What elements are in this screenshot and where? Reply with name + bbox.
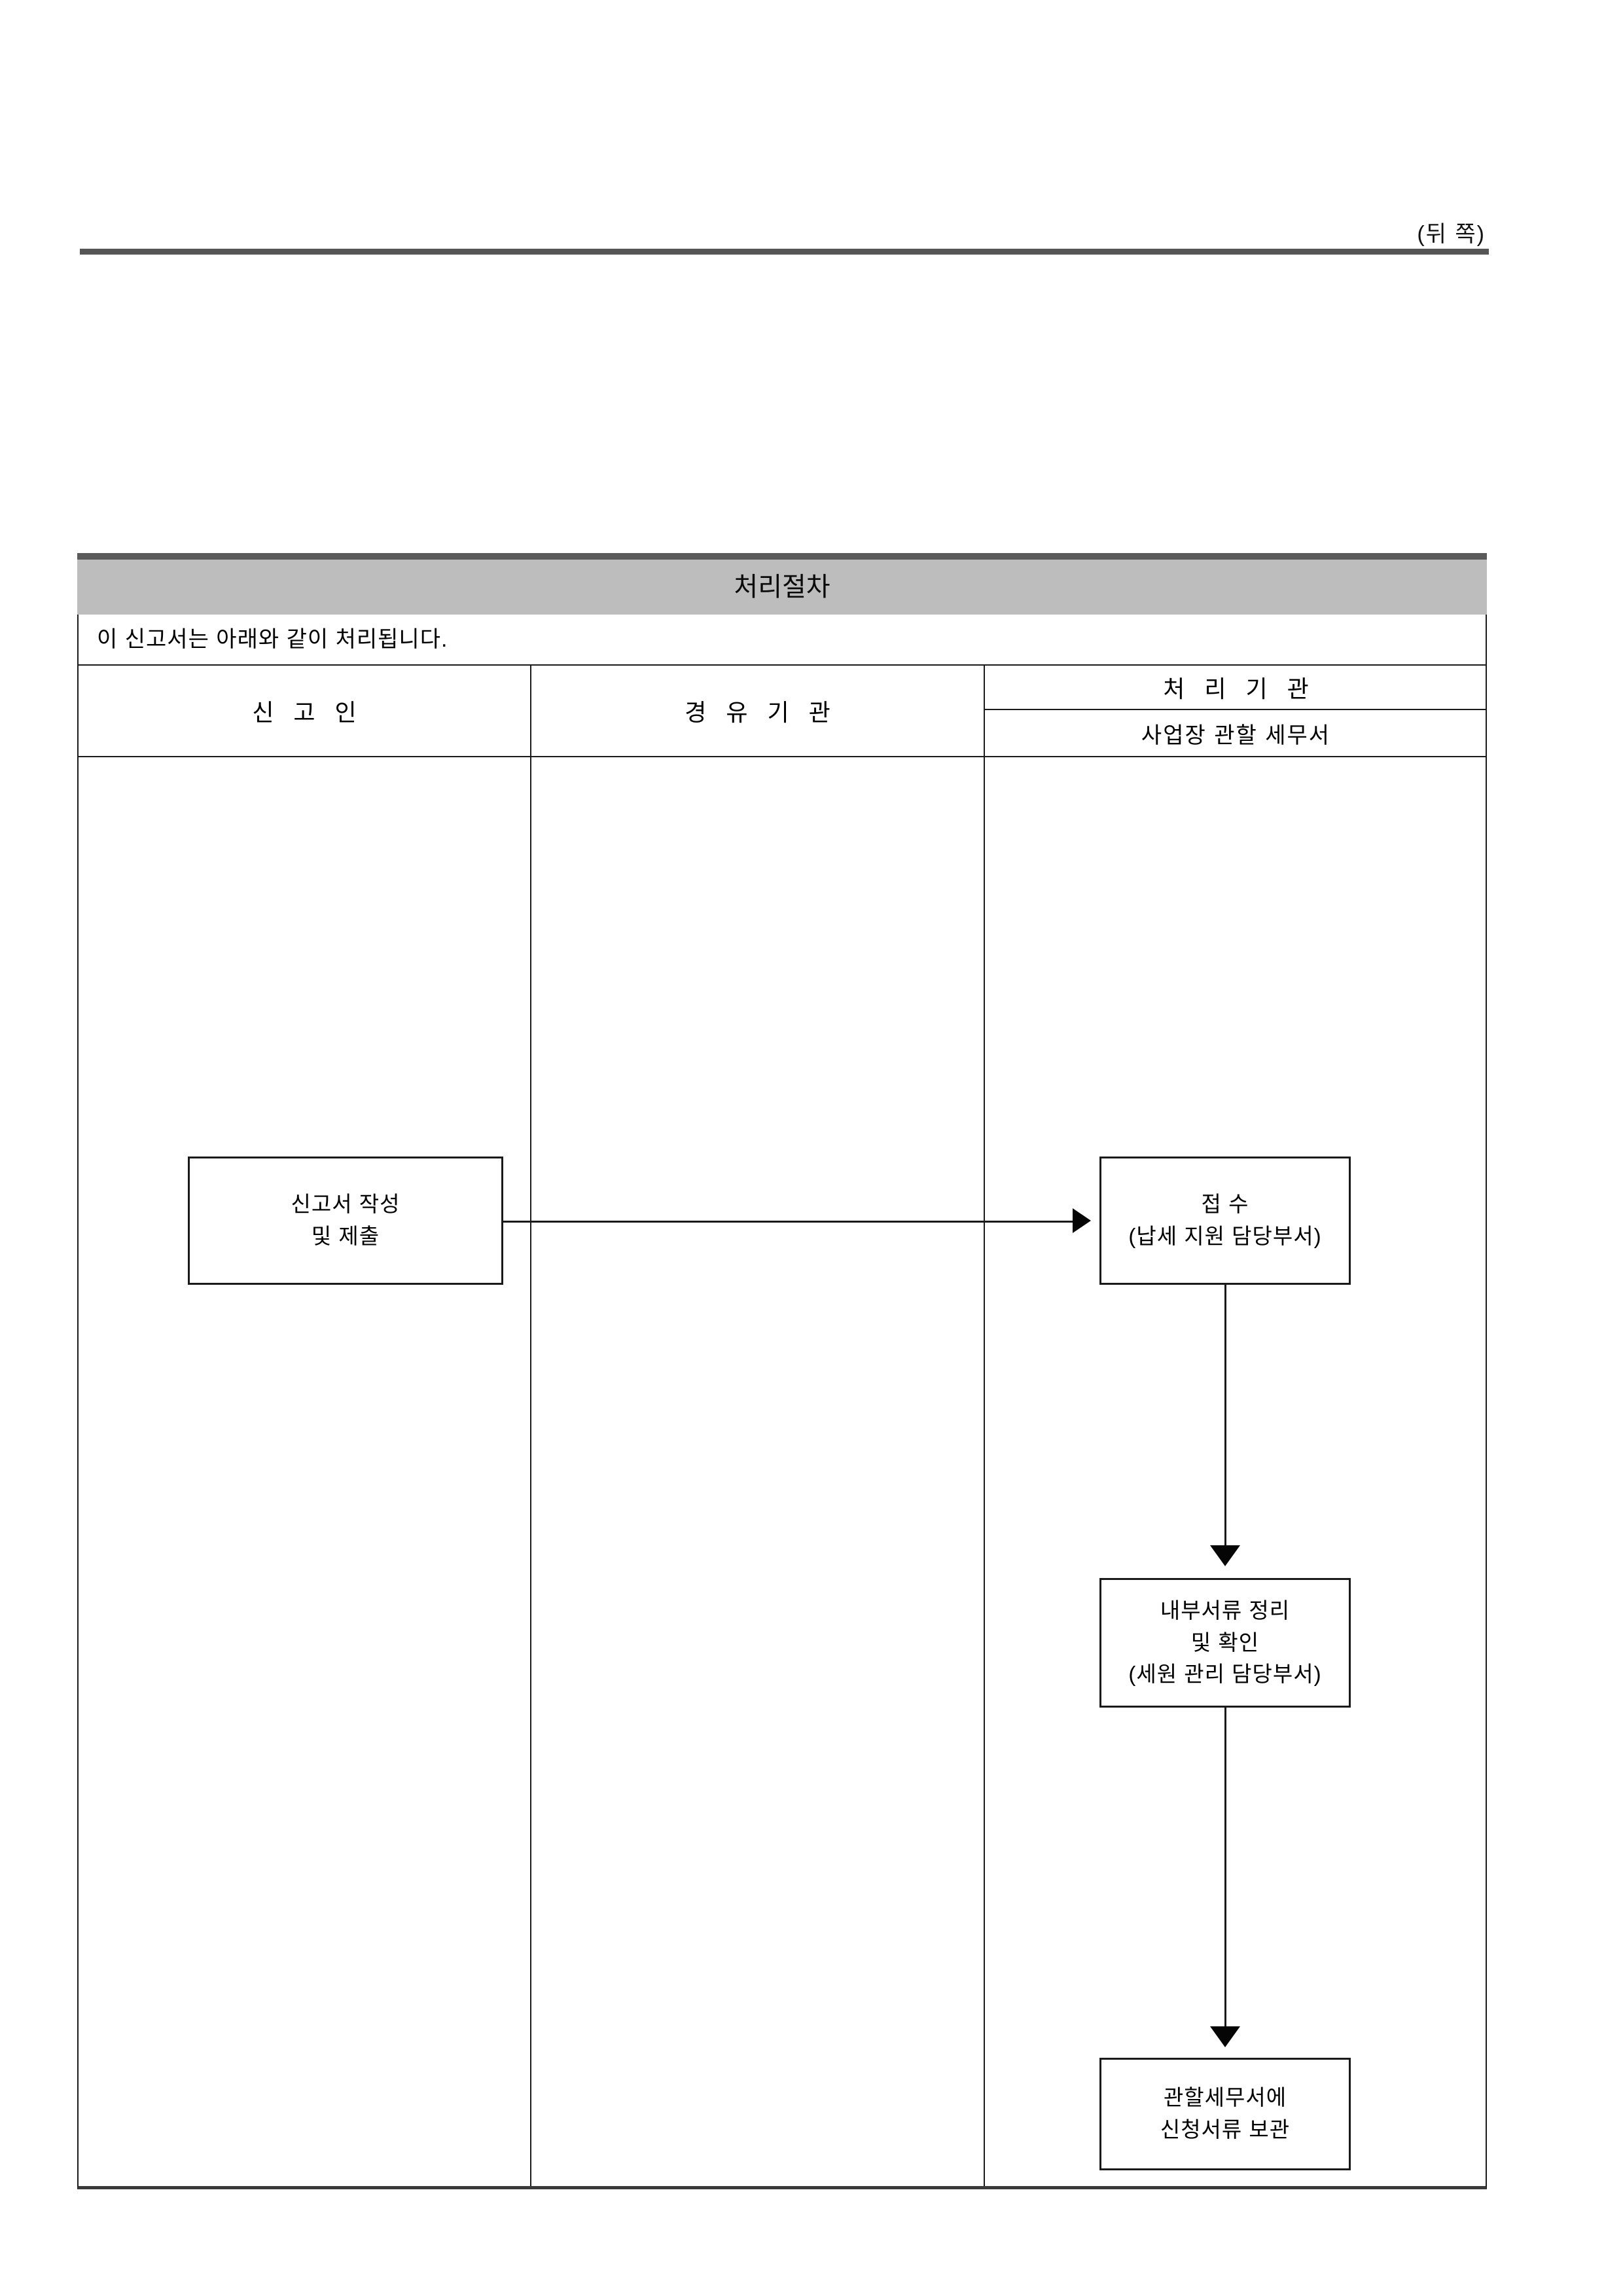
flow-box-document-storage: 관할세무서에 신청서류 보관 [1099, 2058, 1351, 2170]
intro-text: 이 신고서는 아래와 같이 처리됩니다. [97, 627, 448, 652]
page-top-rule [80, 249, 1489, 255]
arrow-right-icon [1073, 1208, 1091, 1233]
flow-box-line: 신고서 작성 [291, 1192, 401, 1217]
flow-box-receipt: 접 수 (납세 지원 담당부서) [1099, 1157, 1351, 1285]
connector-apply-to-receive-line [503, 1221, 1073, 1223]
flow-box-line: 내부서류 정리 [1160, 1598, 1291, 1623]
column-subheader-tax-office: 사업장 관할 세무서 [1141, 723, 1331, 748]
column-divider-2 [984, 757, 985, 2186]
arrow-down-icon [1210, 2026, 1240, 2047]
flow-box-line: (납세 지원 담당부서) [1128, 1224, 1322, 1248]
column-header-applicant: 신 고 인 [252, 699, 363, 726]
flowchart-body: 신고서 작성 및 제출 접 수 (납세 지원 담당부서) 내부서류 정리 및 확… [77, 757, 1487, 2189]
column-header-processing-agency: 처 리 기 관 [985, 666, 1487, 710]
flow-box-line: 신청서류 보관 [1160, 2117, 1291, 2142]
flow-box-line: (세원 관리 담당부서) [1128, 1662, 1322, 1687]
column-divider-1 [530, 757, 531, 2186]
intro-row: 이 신고서는 아래와 같이 처리됩니다. [77, 615, 1487, 666]
flow-box-internal-document-check: 내부서류 정리 및 확인 (세원 관리 담당부서) [1099, 1578, 1351, 1708]
flow-box-line: 접 수 [1201, 1192, 1249, 1217]
flow-box-line: 및 제출 [311, 1224, 380, 1248]
flow-box-line: 및 확인 [1190, 1630, 1260, 1655]
connector-receive-to-internal-line [1224, 1285, 1226, 1545]
column-header-transit-agency: 경 유 기 관 [530, 666, 984, 756]
flow-box-application-prepare-submit: 신고서 작성 및 제출 [188, 1157, 503, 1285]
column-header-row: 신 고 인 경 유 기 관 처 리 기 관 사업장 관할 세무서 [77, 666, 1487, 757]
connector-internal-to-store-line [1224, 1708, 1226, 2026]
column-header-processing-agency-group: 처 리 기 관 사업장 관할 세무서 [984, 666, 1487, 756]
arrow-down-icon [1210, 1545, 1240, 1566]
table-title: 처리절차 [734, 573, 830, 601]
flow-box-line: 관할세무서에 [1163, 2085, 1287, 2110]
table-title-bar: 처리절차 [77, 553, 1487, 615]
page-side-label: (뒤 쪽) [1417, 222, 1486, 247]
processing-procedure-table: 처리절차 이 신고서는 아래와 같이 처리됩니다. 신 고 인 경 유 기 관 … [77, 553, 1487, 2189]
